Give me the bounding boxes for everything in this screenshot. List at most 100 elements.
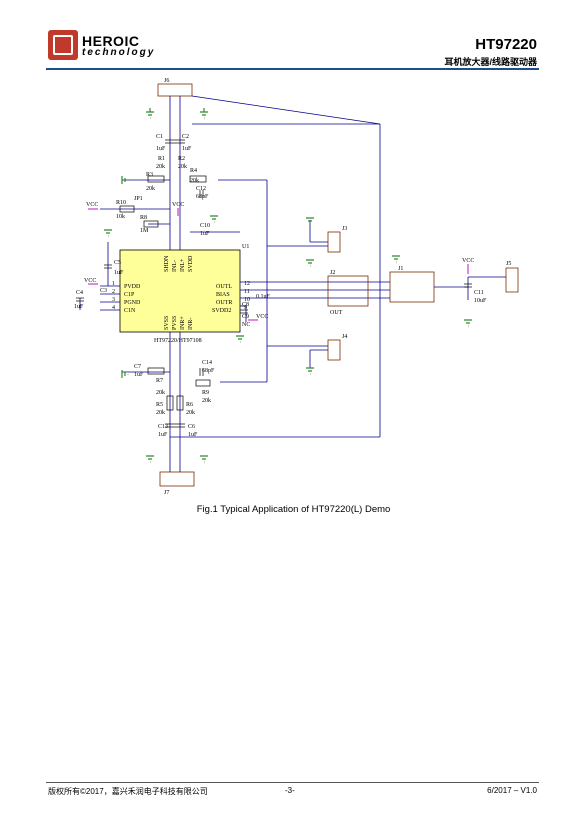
out-label: OUT [330, 310, 343, 316]
c8-label: C8 [242, 302, 249, 308]
c2-label: C2 [182, 134, 189, 140]
c12-label: C12 [196, 186, 206, 192]
chip-pin-num-10: 10 [244, 297, 250, 303]
c3-label: C3 [100, 288, 107, 294]
c1-label: C1 [156, 134, 163, 140]
vcc-label-4: VCC [172, 202, 184, 208]
chip-pin-num-11: 11 [244, 289, 250, 295]
j7-label: J7 [164, 490, 169, 496]
footer-copyright: 版权所有©2017，嘉兴禾润电子科技有限公司 [48, 787, 208, 796]
c12-value: 68pF [196, 194, 209, 200]
c7-label: C7 [134, 364, 141, 370]
r1-value: 20k [156, 164, 165, 170]
chip-pin-outl: OUTL [216, 284, 232, 290]
c13-label: C13 [158, 424, 168, 430]
c4-value: 1uF [74, 304, 84, 310]
chip-part-number: HT97220/HT97108 [154, 338, 202, 344]
c5-label: C5 [114, 260, 121, 266]
j4-label: J4 [342, 334, 347, 340]
c11-value: 10uF [474, 298, 487, 304]
r6-value: 20k [186, 410, 195, 416]
r9-label: R9 [202, 390, 209, 396]
vcc-label-5: VCC [256, 314, 268, 320]
brand-tagline: technology [82, 47, 156, 58]
chip-pin-pvss: PVSS [172, 316, 178, 330]
chip-pin-inr-plus: INR+ [180, 316, 186, 330]
c14-value: 68pF [202, 368, 215, 374]
chip-pin-svss: SVSS [164, 316, 170, 330]
j2-label: J2 [330, 270, 335, 276]
chip-pin-num-2: 2 [112, 289, 115, 295]
r2-value: 20k [178, 164, 187, 170]
c13-value: 1uF [158, 432, 168, 438]
chip-pin-num-12: 12 [244, 281, 250, 287]
chip-pin-num-3: 3 [112, 297, 115, 303]
c5-value: 1uF [114, 270, 124, 276]
document-subtitle: 耳机放大器/线路驱动器 [444, 57, 537, 67]
c6-value: 1uF [188, 432, 198, 438]
r8-value: 1M [140, 228, 149, 234]
jp1-label: JP1 [134, 196, 143, 202]
vcc-label: VCC [86, 202, 98, 208]
c9-value: NC [242, 322, 250, 328]
j3-label: J3 [342, 226, 347, 232]
c14-label: C14 [202, 360, 212, 366]
chip-pin-num-4: 4 [112, 305, 115, 311]
chip-pin-num-1: 1 [112, 281, 115, 287]
r8-label: R8 [140, 215, 147, 221]
chip-pin-num-9: 9 [244, 305, 247, 311]
chip-pin-c1p: C1P [124, 292, 135, 298]
application-schematic: J6 J7 J1 J2 J3 J4 J5 OUT C1 1uF C2 1uF R… [74, 78, 519, 496]
r3-value: 20k [146, 186, 155, 192]
chip-designator: U1 [242, 244, 249, 250]
r6-label: R6 [186, 402, 193, 408]
brand-name: HEROIC [82, 33, 140, 49]
r4-value: 20k [190, 178, 199, 184]
r7-value: 20k [156, 390, 165, 396]
heroic-logo-icon [48, 30, 78, 60]
footer-divider [46, 782, 539, 783]
c6-label: C6 [188, 424, 195, 430]
chip-pin-pgnd: PGND [124, 300, 141, 306]
c8-value: 0.1uF [256, 294, 271, 300]
chip-pin-svdd2: SVDD2 [212, 308, 231, 314]
r5-value: 20k [156, 410, 165, 416]
c10-label: C10 [200, 223, 210, 229]
r10-value: 10k [116, 214, 125, 220]
chip-pin-c1n: C1N [124, 308, 136, 314]
c10-value: 1uF [200, 231, 210, 237]
c2-value: 1uF [182, 146, 192, 152]
c9-label: C9 [242, 314, 249, 320]
chip-pin-shdn: SHDN [164, 255, 170, 272]
chip-pin-bias: BIAS [216, 292, 230, 298]
r9-value: 20k [202, 398, 211, 404]
r2-label: R2 [178, 156, 185, 162]
vcc-label-2: VCC [84, 278, 96, 284]
chip-pin-pvdd: PVDD [124, 284, 141, 290]
r1-label: R1 [158, 156, 165, 162]
r4-label: R4 [190, 168, 197, 174]
footer-version: 6/2017 – V1.0 [487, 786, 537, 795]
part-number: HT97220 [475, 36, 537, 53]
chip-pin-inr-minus: INR- [188, 318, 194, 330]
chip-pin-inl-minus: INL- [172, 260, 178, 272]
c4-label: C4 [76, 290, 83, 296]
vcc-label-3: VCC [462, 258, 474, 264]
chip-pin-svdd: SVDD [188, 255, 194, 272]
chip-pin-outr: OUTR [216, 300, 232, 306]
r3-label: R3 [146, 172, 153, 178]
chip-pin-inl-plus: INL+ [180, 258, 186, 272]
c7-value: 1uF [134, 372, 144, 378]
c1-value: 1uF [156, 146, 166, 152]
r5-label: R5 [156, 402, 163, 408]
j6-label: J6 [164, 78, 169, 84]
j5-label: J5 [506, 261, 511, 267]
header-divider [46, 68, 539, 70]
c11-label: C11 [474, 290, 484, 296]
figure-caption: Fig.1 Typical Application of HT97220(L) … [196, 504, 391, 515]
r7-label: R7 [156, 378, 163, 384]
r10-label: R10 [116, 200, 126, 206]
footer-page-number: -3- [285, 786, 295, 795]
j1-label: J1 [398, 266, 403, 272]
